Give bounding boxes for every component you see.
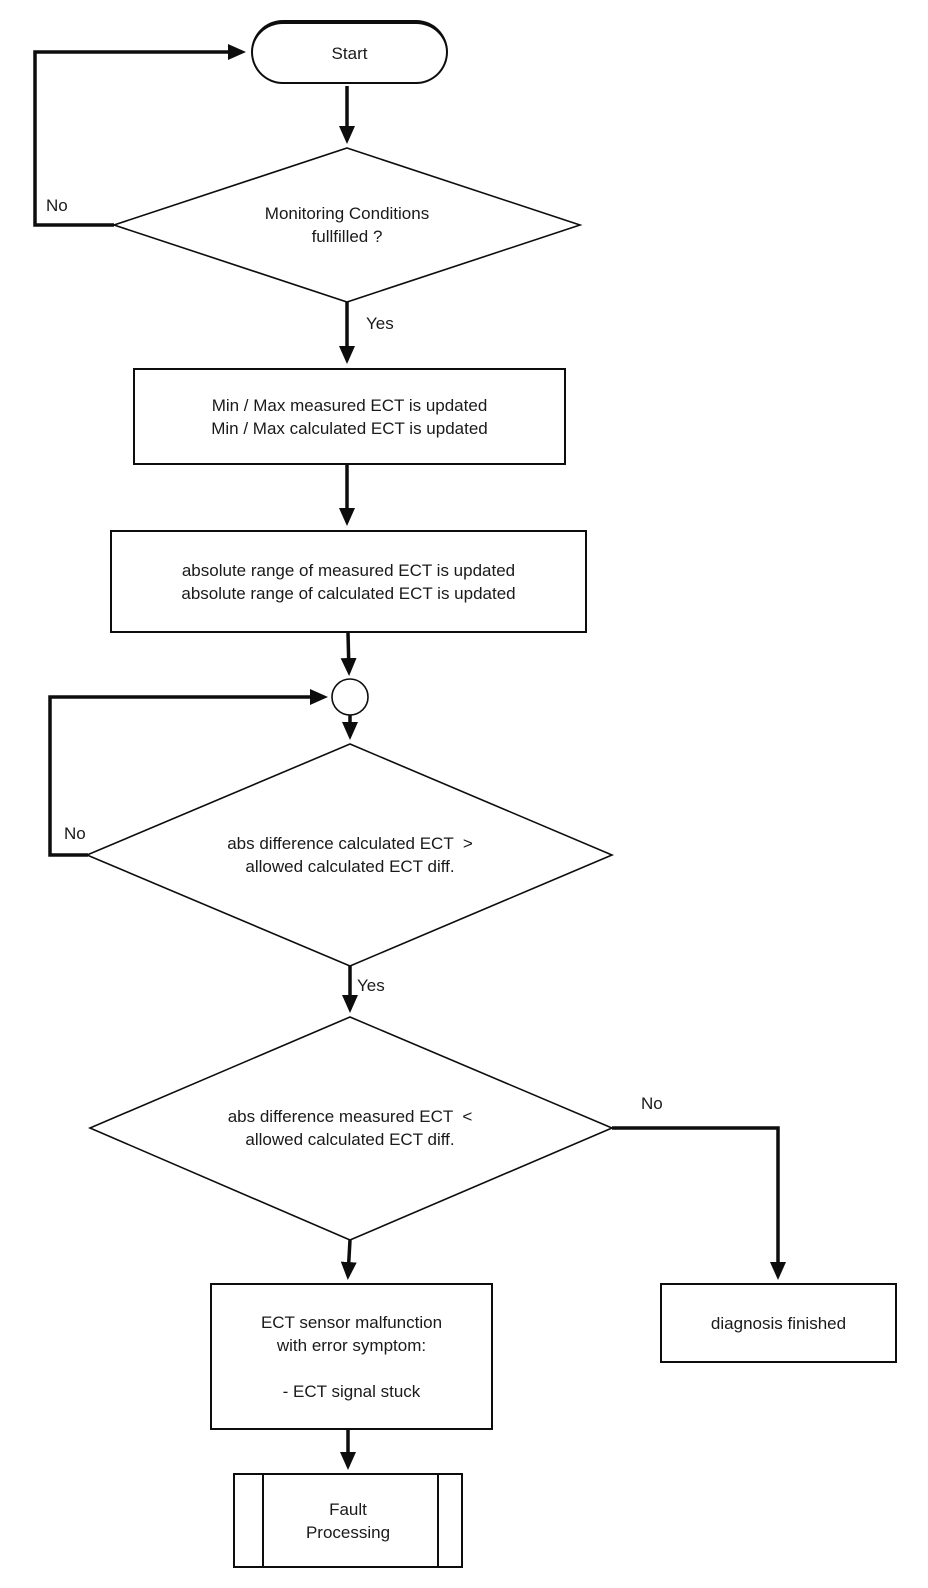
edge-absrange-to-junction: [340, 632, 357, 676]
process-malfunction-label: ECT sensor malfunction with error sympto…: [260, 1312, 443, 1401]
predefined-right-bar: [437, 1475, 439, 1566]
edge-label-calc-diff-no: No: [64, 824, 86, 843]
process-abs-range-update-label: absolute range of measured ECT is update…: [181, 560, 516, 603]
edge-label-monitoring-yes: Yes: [366, 314, 394, 333]
predefined-fault-processing: Fault Processing: [233, 1473, 463, 1568]
predefined-fault-processing-label: Fault Processing: [305, 1499, 391, 1542]
edge-measdiff-yes-to-malfunction: [340, 1239, 357, 1280]
decision-calc-diff-label: abs difference calculated ECT > allowed …: [227, 834, 473, 876]
start-node: Start: [251, 20, 448, 84]
process-diagnosis-finished-label: diagnosis finished: [710, 1313, 847, 1333]
decision-monitoring-label: Monitoring Conditions fullfilled ?: [264, 204, 430, 246]
process-min-max-update-label: Min / Max measured ECT is updated Min / …: [211, 395, 488, 438]
junction-circle: [331, 678, 369, 716]
edge-label-meas-diff-no: No: [641, 1094, 663, 1113]
process-diagnosis-finished: diagnosis finished: [660, 1283, 897, 1363]
edge-label-calc-diff-yes: Yes: [357, 976, 385, 995]
edge-measdiff-no-to-finished: [612, 1126, 786, 1280]
edge-monitoring-no-loop: [33, 44, 246, 227]
edge-label-monitoring-no: No: [46, 196, 68, 215]
process-malfunction: ECT sensor malfunction with error sympto…: [210, 1283, 493, 1430]
process-min-max-update: Min / Max measured ECT is updated Min / …: [133, 368, 566, 465]
edge-calcdiff-no-loop: [48, 689, 328, 857]
predefined-left-bar: [262, 1475, 264, 1566]
start-node-label: Start: [331, 43, 368, 63]
decision-meas-diff-label: abs difference measured ECT < allowed ca…: [227, 1107, 473, 1149]
process-abs-range-update: absolute range of measured ECT is update…: [110, 530, 587, 633]
